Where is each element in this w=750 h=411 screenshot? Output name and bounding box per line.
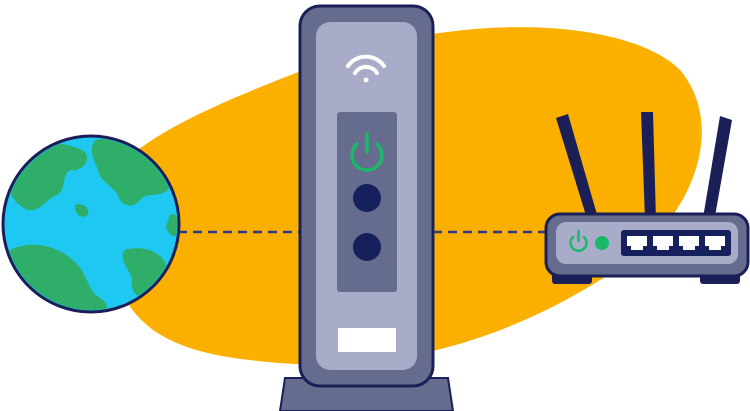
wifi-signal-icon xyxy=(346,54,386,83)
router-status-led xyxy=(595,236,609,250)
modem-led-2 xyxy=(353,233,381,261)
earth-globe-icon xyxy=(1,134,181,314)
modem-label-plate xyxy=(338,328,396,352)
modem-led-1 xyxy=(353,184,381,212)
router-port-3 xyxy=(679,236,699,250)
router-port-panel xyxy=(621,230,731,256)
router-ports xyxy=(627,236,725,250)
power-icon xyxy=(350,132,384,172)
wifi-router-icon xyxy=(544,112,750,284)
router-port-1 xyxy=(627,236,647,250)
router-antenna-middle xyxy=(641,112,656,220)
router-power-icon xyxy=(569,229,588,252)
router-antenna-right xyxy=(703,116,732,222)
router-port-2 xyxy=(653,236,673,250)
router-antenna-left xyxy=(556,114,598,222)
cable-modem-icon xyxy=(278,4,455,411)
router-port-4 xyxy=(705,236,725,250)
